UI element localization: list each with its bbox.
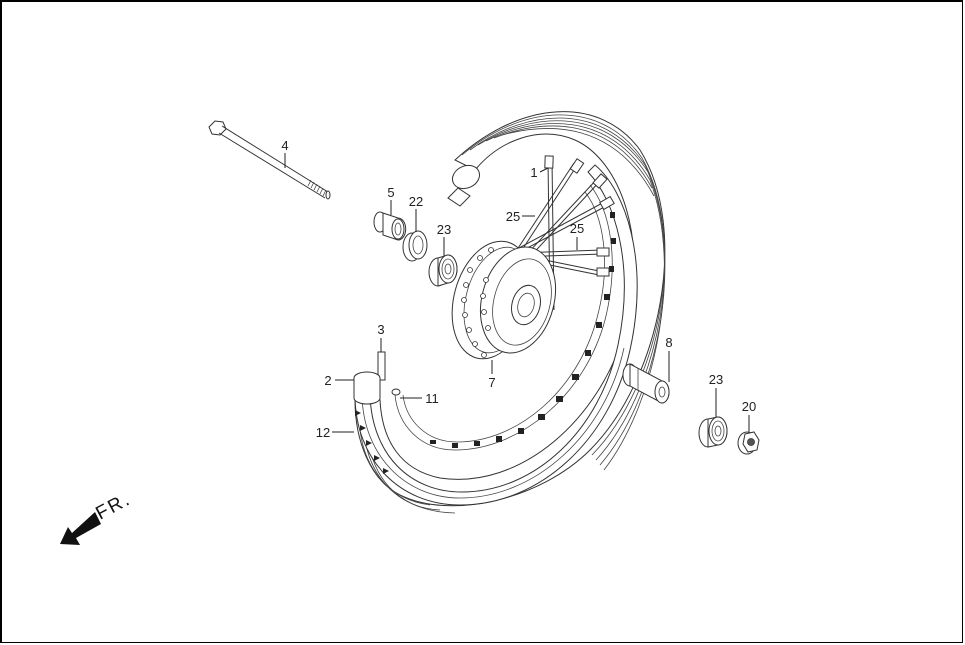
- callout-1: 1: [530, 165, 537, 180]
- callout-8: 8: [665, 335, 672, 350]
- callout-3: 3: [377, 322, 384, 337]
- tire-part: [354, 111, 666, 514]
- callout-5: 5: [387, 185, 394, 200]
- callout-labels: 4 5 22 23 1 25 25 7 3 2 11 12 8 23 20: [281, 138, 756, 440]
- axle-bolt-part: [208, 120, 331, 200]
- callout-4: 4: [281, 138, 288, 153]
- callout-20: 20: [742, 399, 756, 414]
- dust-seal-part: [402, 230, 428, 262]
- rim-spoke-holes: [430, 212, 616, 448]
- valve-stem-part: [353, 351, 401, 405]
- spokes-part: [481, 155, 615, 311]
- callout-22: 22: [409, 194, 423, 209]
- callout-23-right: 23: [709, 372, 723, 387]
- fr-label: FR.: [92, 489, 134, 525]
- callout-12: 12: [316, 425, 330, 440]
- distance-collar-part: [622, 363, 670, 404]
- callout-23-left: 23: [437, 222, 451, 237]
- leader-lines: [284, 153, 750, 433]
- bearing-right-part: [698, 416, 728, 448]
- callout-25-upper: 25: [506, 209, 520, 224]
- side-collar-part: [373, 211, 407, 241]
- callout-7: 7: [488, 375, 495, 390]
- callout-2: 2: [324, 373, 331, 388]
- arrow-down-left-icon: [60, 512, 101, 545]
- wheel-hub-part: [451, 240, 556, 360]
- axle-nut-part: [737, 431, 760, 455]
- front-direction-indicator: FR.: [60, 489, 135, 545]
- bearing-left-part: [428, 254, 458, 287]
- callout-25-lower: 25: [570, 221, 584, 236]
- callout-11: 11: [425, 391, 439, 406]
